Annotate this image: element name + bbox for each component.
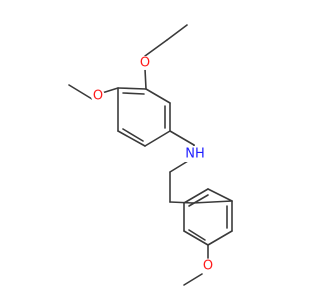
bond — [166, 24, 188, 41]
atom-label-oxygen-left: O — [91, 89, 105, 104]
bond — [207, 188, 233, 202]
structure-canvas: O O NH O — [68, 24, 233, 286]
bond — [169, 201, 194, 204]
bond — [207, 230, 233, 246]
bond-layer — [68, 24, 233, 286]
atom-label-amine: NH — [184, 146, 206, 162]
bond — [145, 88, 171, 104]
atom-label-layer: O O NH O — [91, 56, 215, 274]
bond — [122, 128, 144, 142]
bond — [188, 229, 206, 241]
bond — [68, 84, 93, 100]
bond — [183, 230, 209, 246]
bond — [117, 87, 147, 90]
bond — [192, 200, 233, 204]
oxygen-label: O — [93, 89, 103, 104]
bond — [122, 92, 145, 95]
oxygen-label: O — [140, 56, 150, 71]
bond — [144, 39, 168, 57]
atom-label-oxygen-upper: O — [138, 56, 152, 71]
oxygen-label: O — [203, 259, 213, 274]
bond — [101, 87, 119, 94]
bond — [117, 130, 146, 147]
molecule-diagram: O O NH O — [68, 24, 233, 286]
bond — [188, 194, 209, 207]
bond — [144, 68, 147, 90]
bond — [169, 130, 195, 146]
bond — [183, 188, 209, 204]
amine-label: NH — [185, 147, 205, 162]
bond — [183, 273, 203, 286]
bond — [169, 160, 189, 173]
atom-label-oxygen-methoxy: O — [201, 259, 215, 274]
bond — [144, 130, 171, 147]
